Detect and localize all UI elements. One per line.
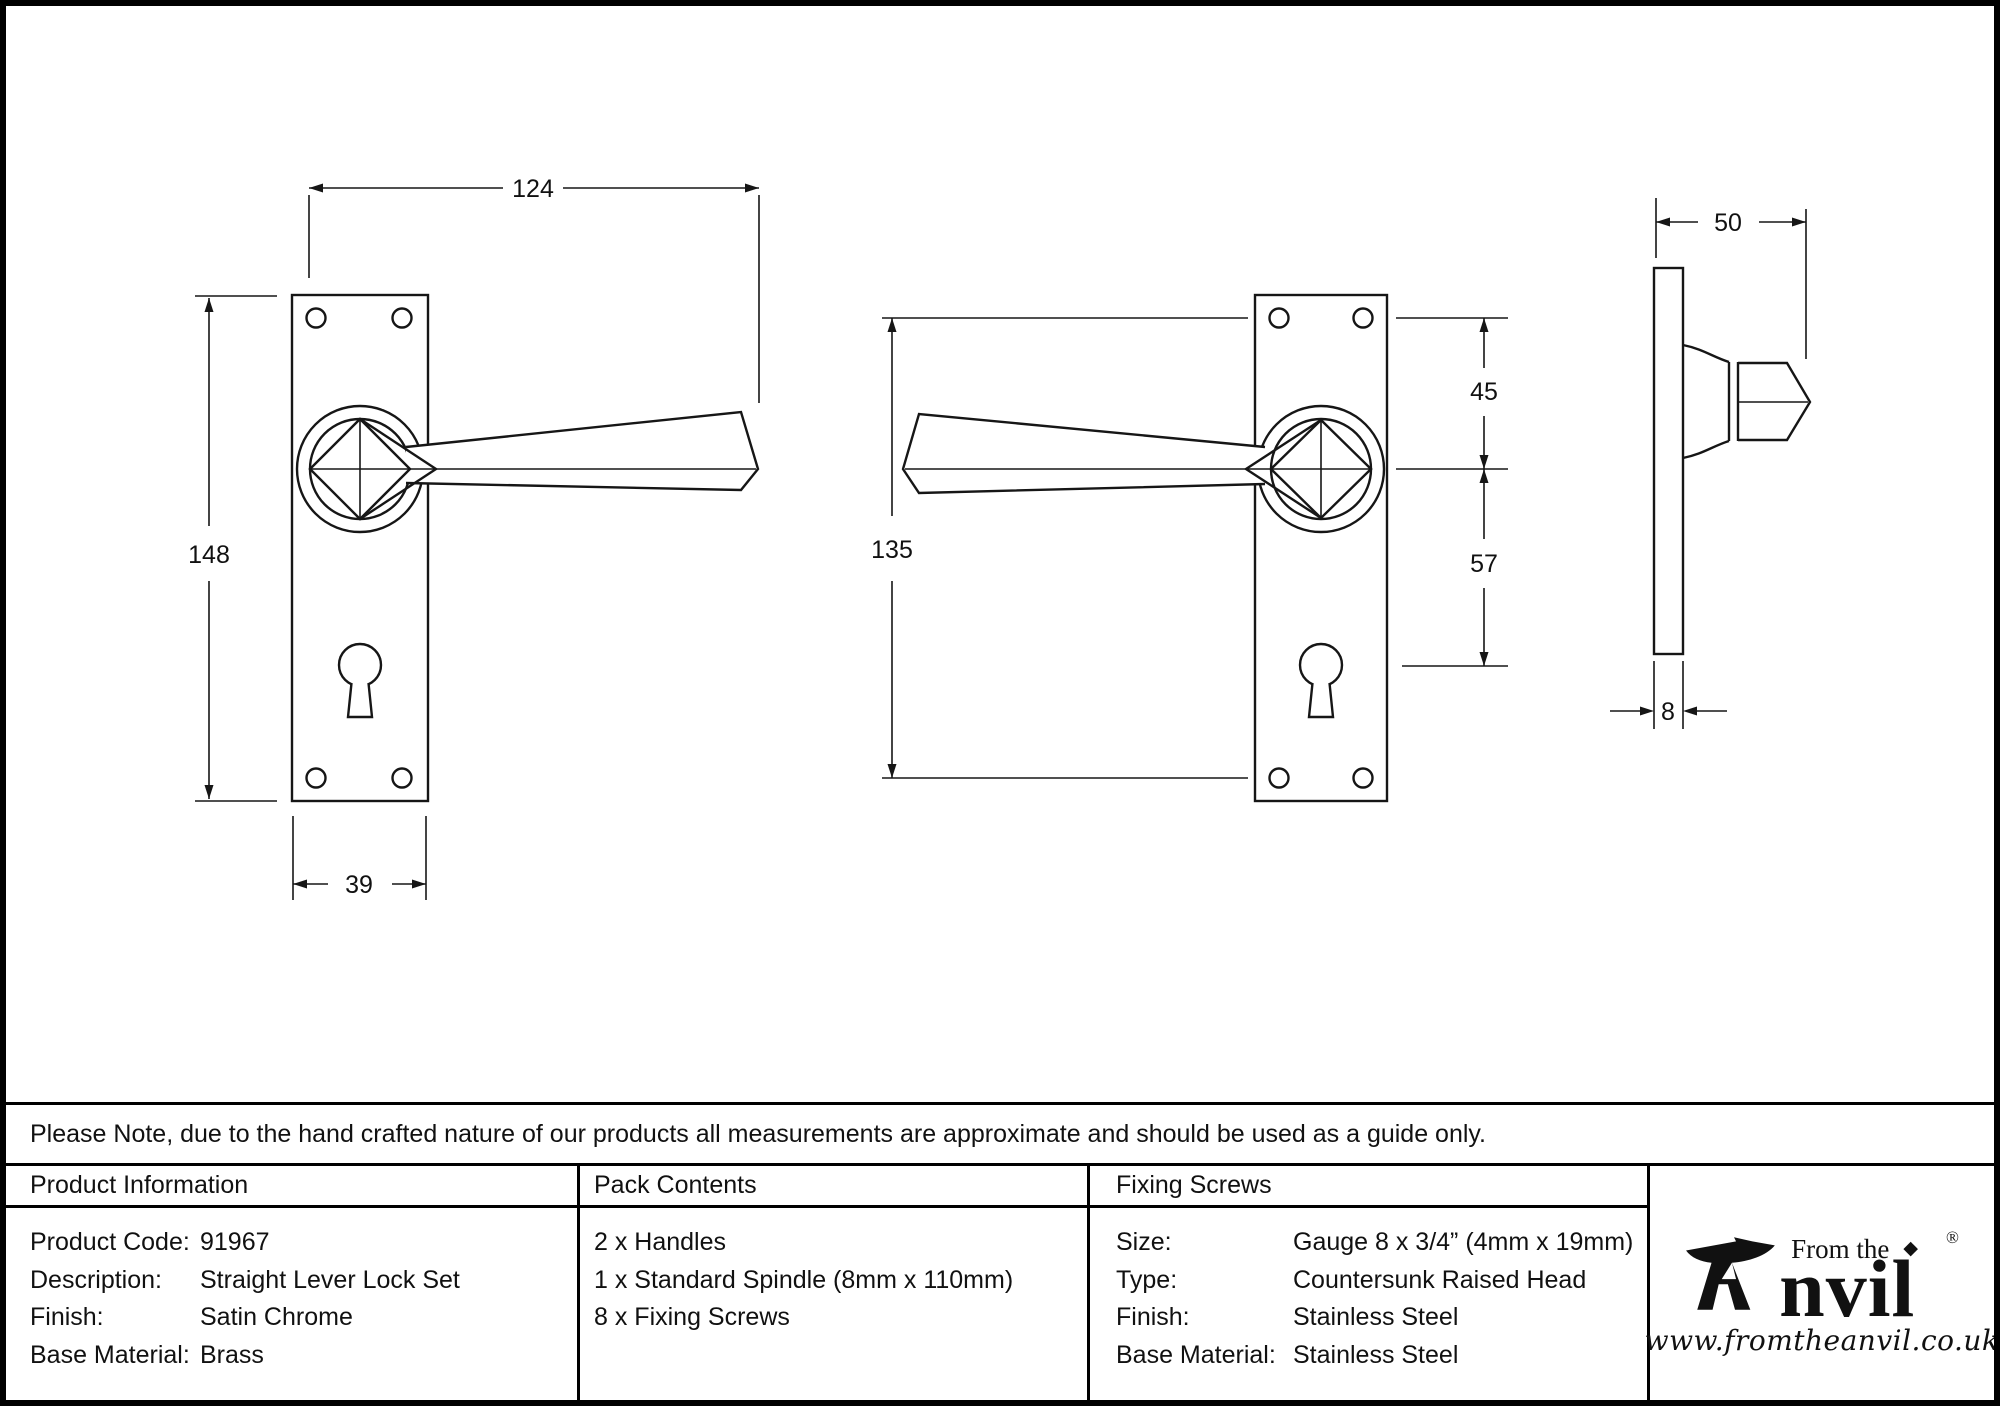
dim-57: 57 [1402, 469, 1508, 667]
screw-hole [391, 767, 413, 789]
screw-hole [1352, 307, 1374, 329]
table-row: Description: Straight Lever Lock Set [30, 1262, 577, 1300]
pack-line: 8 x Fixing Screws [594, 1303, 790, 1331]
pack-contents-header: Pack Contents [580, 1166, 1087, 1208]
screw-hole [305, 307, 327, 329]
drawing-svg: 124 148 [188, 175, 1812, 900]
dim-label-spindle-to-keyhole: 57 [1470, 550, 1498, 578]
dim-39: 39 [292, 816, 427, 900]
spec-table: Product Information Product Code: 91967 … [6, 1166, 1994, 1400]
logo-from-the: From the [1791, 1234, 1890, 1264]
dim-label-fixing-centres: 135 [871, 536, 913, 564]
dim-50: 50 [1655, 198, 1807, 359]
dim-135: 135 [871, 317, 1248, 779]
lever-end-side [1738, 361, 1812, 442]
screw-hole [1268, 307, 1290, 329]
row-label: Finish: [1116, 1303, 1190, 1331]
disclaimer-note: Please Note, due to the hand crafted nat… [6, 1105, 1994, 1166]
dim-8: 8 [1610, 661, 1727, 729]
row-label: Product Code: [30, 1228, 190, 1256]
keyhole-stem [346, 682, 374, 719]
table-row: Type: Countersunk Raised Head [1116, 1262, 1647, 1300]
from-the-anvil-logo: From the ◆ ® nvil www.fromtheanvil.co.uk [1645, 1228, 1994, 1357]
table-row: Base Material: Brass [30, 1337, 577, 1375]
neck-top [1682, 343, 1730, 364]
dim-label-plate-width: 39 [345, 871, 373, 899]
screw-hole [1268, 767, 1290, 789]
row-value: Countersunk Raised Head [1293, 1265, 1587, 1294]
lever-fill [406, 412, 758, 490]
keyhole [337, 642, 383, 688]
product-information-header: Product Information [6, 1166, 577, 1208]
row-value: Straight Lever Lock Set [200, 1265, 460, 1294]
centres-view: 135 45 [871, 293, 1508, 803]
lever-fill [903, 414, 1265, 493]
dim-45: 45 [1396, 317, 1508, 470]
backplate-front [290, 293, 430, 803]
table-row: Finish: Stainless Steel [1116, 1299, 1647, 1337]
row-value: Stainless Steel [1293, 1303, 1459, 1331]
keyhole [1298, 642, 1344, 688]
technical-drawing: 124 148 [6, 6, 1994, 1102]
pack-line: 1 x Standard Spindle (8mm x 110mm) [594, 1265, 1014, 1294]
screw-hole [1352, 767, 1374, 789]
table-row: Size: Gauge 8 x 3/4” (4mm x 19mm) [1116, 1224, 1647, 1262]
row-label: Description: [30, 1265, 162, 1294]
neck-bottom [1682, 439, 1730, 460]
dim-148: 148 [188, 295, 277, 802]
row-value: Stainless Steel [1293, 1340, 1459, 1369]
info-panel: Please Note, due to the hand crafted nat… [6, 1102, 1994, 1400]
lever-handle [405, 410, 760, 492]
row-label: Finish: [30, 1303, 104, 1331]
table-row: Product Code: 91967 [30, 1224, 577, 1262]
brand-cell: From the ◆ ® nvil www.fromtheanvil.co.uk [1645, 1166, 1994, 1400]
screw-hole [305, 767, 327, 789]
keyhole-stem [1307, 682, 1335, 719]
dim-124: 124 [308, 175, 760, 403]
pack-line: 2 x Handles [594, 1228, 727, 1256]
fixing-screws-header: Fixing Screws [1090, 1166, 1647, 1208]
backplate-front [1253, 293, 1389, 803]
pack-contents-cell: Pack Contents 2 x Handles 1 x Standard S… [580, 1166, 1090, 1400]
row-value: 91967 [200, 1228, 270, 1256]
row-value: Satin Chrome [200, 1303, 353, 1331]
dim-label-projection: 50 [1714, 209, 1742, 237]
table-row: Finish: Satin Chrome [30, 1299, 577, 1337]
fixing-screws-cell: Fixing Screws Size: Gauge 8 x 3/4” (4mm … [1090, 1166, 1650, 1400]
row-label: Type: [1116, 1265, 1178, 1294]
screw-hole [391, 307, 413, 329]
registered-mark-icon: ® [1945, 1228, 1959, 1247]
row-label: Size: [1116, 1228, 1172, 1256]
anvil-icon [1686, 1237, 1775, 1310]
diamond-icon: ◆ [1903, 1238, 1918, 1259]
front-view: 124 148 [188, 175, 760, 900]
row-label: Base Material: [1116, 1340, 1276, 1369]
lever-handle [901, 412, 1266, 495]
row-value: Brass [200, 1340, 264, 1369]
product-information-cell: Product Information Product Code: 91967 … [6, 1166, 580, 1400]
row-value: Gauge 8 x 3/4” (4mm x 19mm) [1293, 1228, 1634, 1256]
table-row: Base Material: Stainless Steel [1116, 1337, 1647, 1375]
dim-label-top-to-spindle: 45 [1470, 378, 1498, 406]
dim-label-plate-thickness: 8 [1661, 698, 1675, 726]
side-view: 50 8 [1610, 198, 1812, 729]
brand-url: www.fromtheanvil.co.uk [1644, 1324, 2000, 1357]
backplate-side [1652, 266, 1685, 656]
dim-label-plate-height: 148 [188, 541, 230, 569]
row-label: Base Material: [30, 1340, 190, 1369]
disclaimer-text: Please Note, due to the hand crafted nat… [30, 1119, 1487, 1148]
dim-label-overall-width: 124 [512, 175, 554, 203]
logo-anvil-word: nvil [1779, 1243, 1916, 1334]
